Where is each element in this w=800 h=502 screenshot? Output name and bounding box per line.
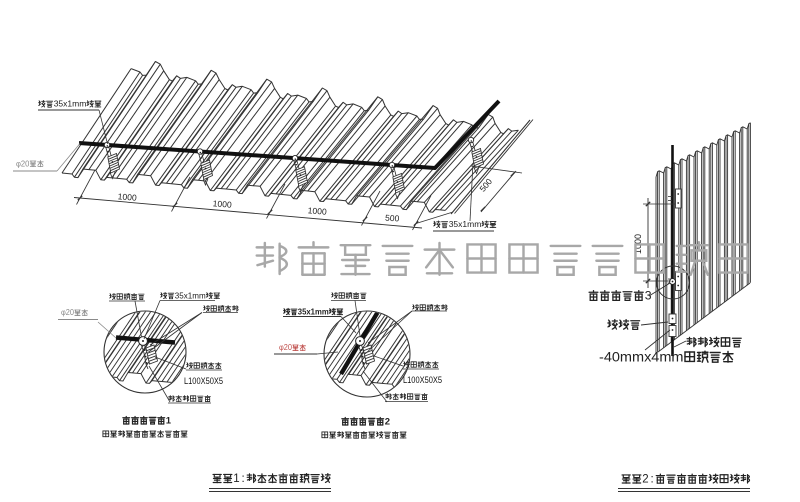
svg-text:φ20: φ20 [279,343,293,352]
svg-text:-40mmx4mm: -40mmx4mm [599,348,684,364]
svg-text:1000: 1000 [117,191,137,202]
svg-text:35x1mm: 35x1mm [54,99,87,109]
svg-text:1000: 1000 [212,198,232,209]
svg-text::: : [242,473,245,485]
svg-text::: : [651,474,654,486]
svg-text:L100X50X5: L100X50X5 [403,375,442,386]
svg-text:35x1mm: 35x1mm [175,291,206,300]
svg-text:2: 2 [385,417,390,428]
svg-text:35x1mm: 35x1mm [449,219,482,229]
svg-text:1: 1 [166,416,172,427]
svg-text:L100X50X5: L100X50X5 [184,376,223,387]
svg-text:φ20: φ20 [16,159,30,168]
svg-text:φ20: φ20 [61,308,75,317]
svg-text:1000: 1000 [307,205,327,216]
svg-text:1: 1 [233,473,239,485]
svg-text:2: 2 [642,474,648,486]
svg-text:3: 3 [645,289,652,303]
svg-text:500: 500 [385,212,400,223]
svg-text:35x1mm: 35x1mm [298,307,329,316]
